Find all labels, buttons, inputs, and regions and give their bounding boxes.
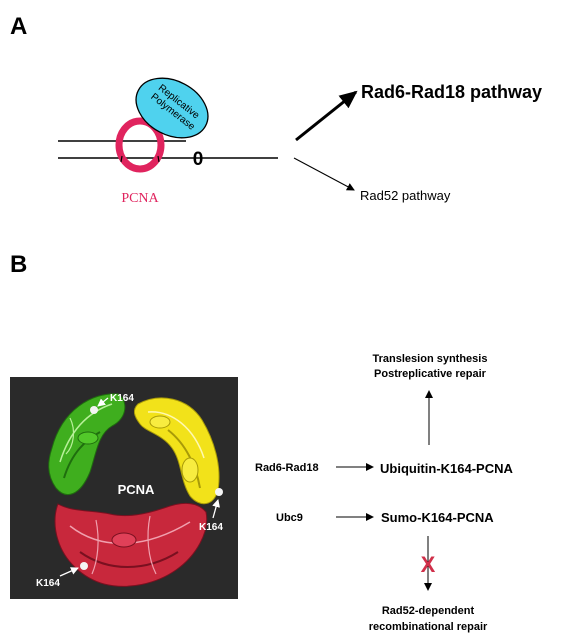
sumo-outcome-line2: recombinational repair (369, 621, 488, 633)
lesion-mark: 0 (193, 149, 204, 170)
k164-label-top: K164 (110, 393, 134, 404)
ring-crossing-mark (120, 155, 123, 163)
rad6-rad18-enzyme: Rad6-Rad18 (255, 462, 319, 474)
pcna-subunit-green (48, 393, 126, 496)
ubiquitin-outcome-line2: Postreplicative repair (374, 368, 487, 380)
k164-residue (80, 562, 88, 570)
ubiquitin-product: Ubiquitin-K164-PCNA (380, 461, 514, 476)
minor-pathway-label: Rad52 pathway (360, 188, 451, 203)
sumo-outcome-line1: Rad52-dependent (382, 605, 475, 617)
k164-residue (215, 488, 223, 496)
panel-b-label: B (10, 251, 27, 278)
ring-crossing-mark (157, 155, 160, 163)
k164-label-bottom: K164 (36, 578, 60, 589)
pcna-label: PCNA (121, 191, 159, 206)
structure-pcna-label: PCNA (118, 482, 155, 497)
pcna-subunit-yellow (133, 397, 220, 505)
pcna-structure-image: PCNA K164 K164 K164 (10, 377, 238, 599)
pcna-subunit-red (54, 502, 208, 587)
ubiquitin-outcome-line1: Translesion synthesis (373, 353, 488, 365)
ubc9-enzyme: Ubc9 (276, 512, 303, 524)
replicative-polymerase (135, 77, 209, 139)
panel-b: B (10, 251, 514, 633)
sumo-product: Sumo-K164-PCNA (381, 510, 494, 525)
k164-residue (90, 406, 98, 414)
panel-a: A Replicative Polymerase 0 PCNA Rad6-Rad… (10, 13, 542, 206)
minor-pathway-arrow (293, 157, 355, 191)
k164-pointer-top (97, 397, 109, 407)
panel-a-label: A (10, 13, 27, 40)
major-pathway-label: Rad6-Rad18 pathway (361, 82, 542, 102)
k164-label-right: K164 (199, 522, 223, 533)
pcna-ring (115, 117, 165, 173)
k164-pointer-right (212, 499, 220, 519)
k164-pointer-bottom (59, 567, 79, 577)
block-x-mark: X (421, 552, 436, 577)
major-pathway-arrow (295, 90, 358, 142)
